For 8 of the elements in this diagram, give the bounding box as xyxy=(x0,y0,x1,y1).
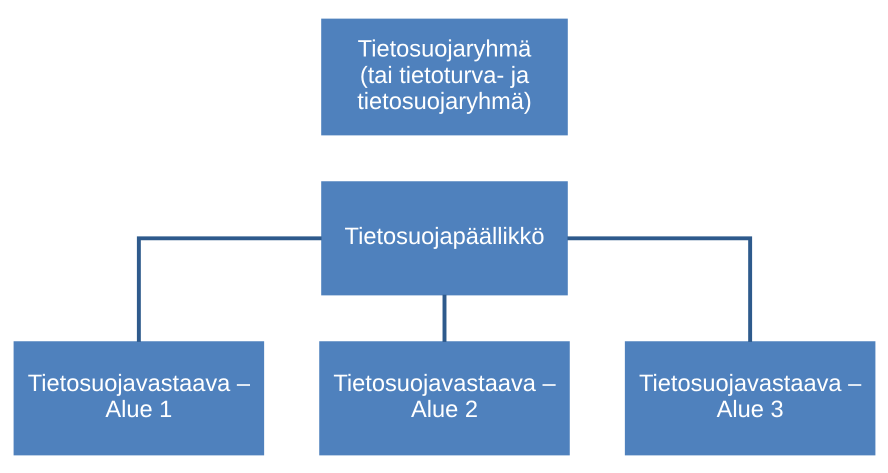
node-box: Tietosuojapäällikkö xyxy=(320,180,568,295)
connector xyxy=(442,294,446,342)
node-box: Tietosuojaryhmä (tai tietoturva- ja tietosuojaryhmä) xyxy=(320,18,568,135)
node-box: Tietosuojavastaava – Alue 3 xyxy=(624,340,875,455)
connector xyxy=(136,236,321,342)
node-box: Tietosuojavastaava – Alue 2 xyxy=(318,340,570,455)
node-box: Tietosuojavastaava – Alue 1 xyxy=(13,340,264,455)
connector xyxy=(567,236,752,342)
